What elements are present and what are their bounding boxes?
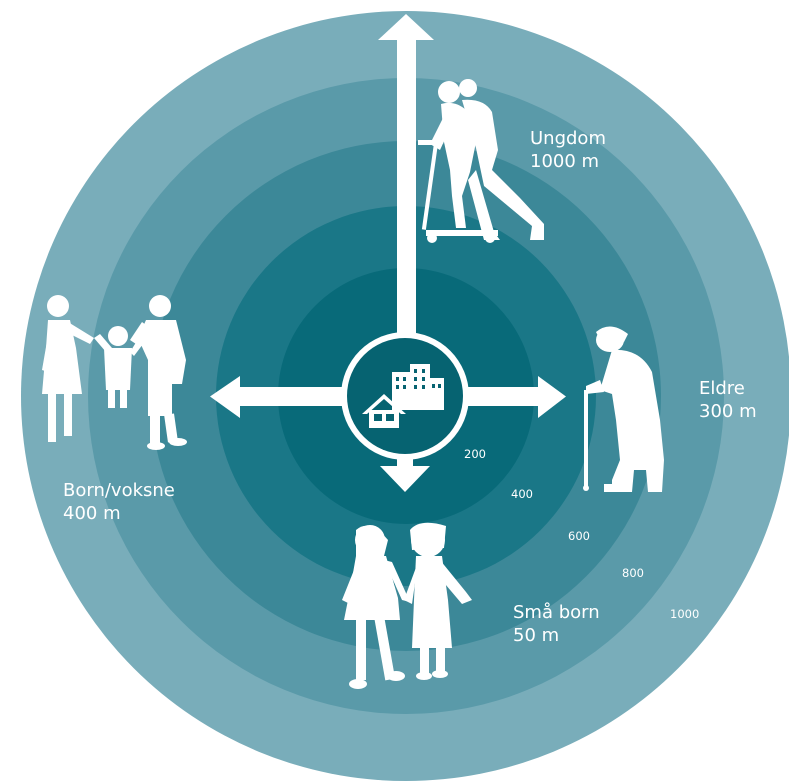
label-born-voksne: Born/voksne 400 m [63,479,175,525]
group-name: Born/voksne [63,480,175,501]
group-distance: 1000 m [530,151,600,172]
label-eldre: Eldre 300 m [699,377,757,423]
ring-label-400: 400 [511,487,533,501]
ring-label-1000: 1000 [670,607,700,621]
label-ungdom: Ungdom 1000 m [530,127,606,173]
arrow-right [462,376,566,418]
group-distance: 400 m [63,503,121,524]
elderly-cane-icon [583,326,664,492]
ring-label-600: 600 [568,529,590,543]
ring-label-200: 200 [464,447,486,461]
family-icon [42,295,187,450]
ring-label-800: 800 [622,566,644,580]
group-name: Små born [513,602,600,623]
label-sma-born: Små born 50 m [513,601,600,647]
group-distance: 300 m [699,401,757,422]
arrow-left [210,376,348,418]
home-and-buildings-icon [341,332,469,460]
teenager-scooter-icon [418,79,544,243]
group-name: Ungdom [530,128,606,149]
small-children-icon [342,522,472,689]
group-distance: 50 m [513,625,560,646]
arrow-up [378,14,434,336]
group-name: Eldre [699,378,745,399]
